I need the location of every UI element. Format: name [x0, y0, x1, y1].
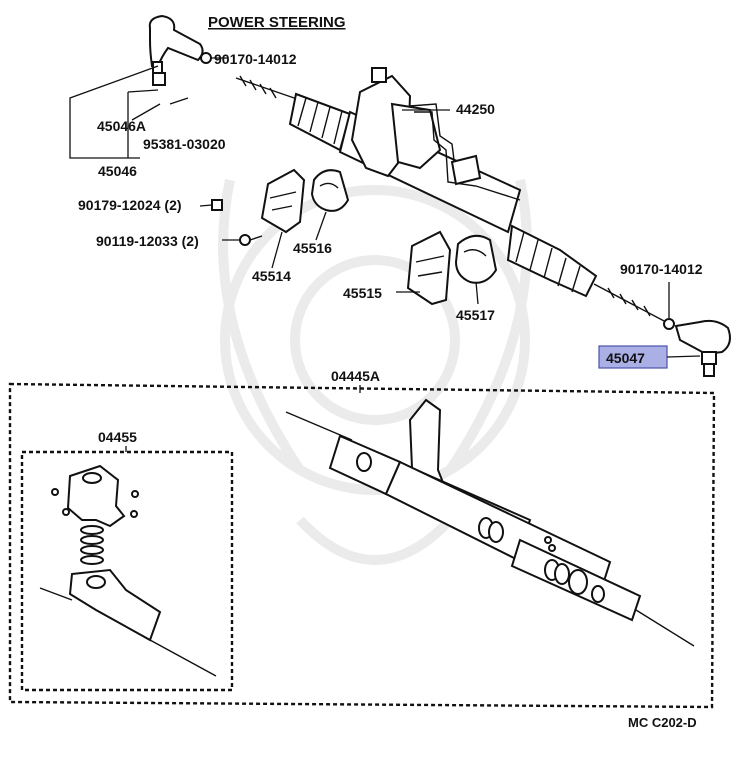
- grommet-45517[interactable]: [454, 234, 498, 284]
- leader-45514: [271, 231, 283, 269]
- label-45514[interactable]: 45514: [252, 268, 291, 284]
- kit-rack-drawing: [285, 398, 695, 647]
- leader-45517: [475, 281, 479, 305]
- leader-45516: [315, 211, 327, 241]
- kit-box-04455: [20, 450, 234, 692]
- kit-box-04445A: [8, 382, 716, 709]
- leader-45047: [666, 355, 701, 358]
- label-45047[interactable]: 45047: [606, 350, 645, 366]
- diagram-title: POWER STEERING: [208, 14, 346, 31]
- label-45046A[interactable]: 45046A: [97, 118, 146, 134]
- leader-90179: [199, 204, 213, 207]
- label-44250[interactable]: 44250: [456, 101, 495, 117]
- tie-rod-end-right[interactable]: [663, 318, 731, 377]
- label-90170-14012-right[interactable]: 90170-14012: [620, 261, 703, 277]
- label-90119-12033[interactable]: 90119-12033 (2): [96, 233, 199, 249]
- diagram-footer-code: MC C202-D: [628, 715, 697, 730]
- tie-rod-end-top[interactable]: [148, 14, 212, 105]
- label-04455[interactable]: 04455: [98, 429, 137, 445]
- label-45046[interactable]: 45046: [98, 163, 137, 179]
- bracket-45515[interactable]: [406, 230, 452, 306]
- bracket-45514[interactable]: [260, 168, 306, 234]
- bolt-90179[interactable]: [211, 199, 223, 211]
- steering-rack-assembly[interactable]: [235, 67, 667, 323]
- label-90170-14012-top[interactable]: 90170-14012: [214, 51, 297, 67]
- label-45516[interactable]: 45516: [293, 240, 332, 256]
- group-bracket-45046: [69, 65, 161, 159]
- grommet-45516[interactable]: [310, 169, 350, 212]
- label-95381-03020[interactable]: 95381-03020: [143, 136, 226, 152]
- label-45517[interactable]: 45517: [456, 307, 495, 323]
- label-04445A[interactable]: 04445A: [331, 368, 380, 384]
- label-45515[interactable]: 45515: [343, 285, 382, 301]
- seal-kit-drawing: [39, 464, 217, 677]
- label-90179-12024[interactable]: 90179-12024 (2): [78, 197, 182, 213]
- watermark-emblem: [218, 178, 532, 565]
